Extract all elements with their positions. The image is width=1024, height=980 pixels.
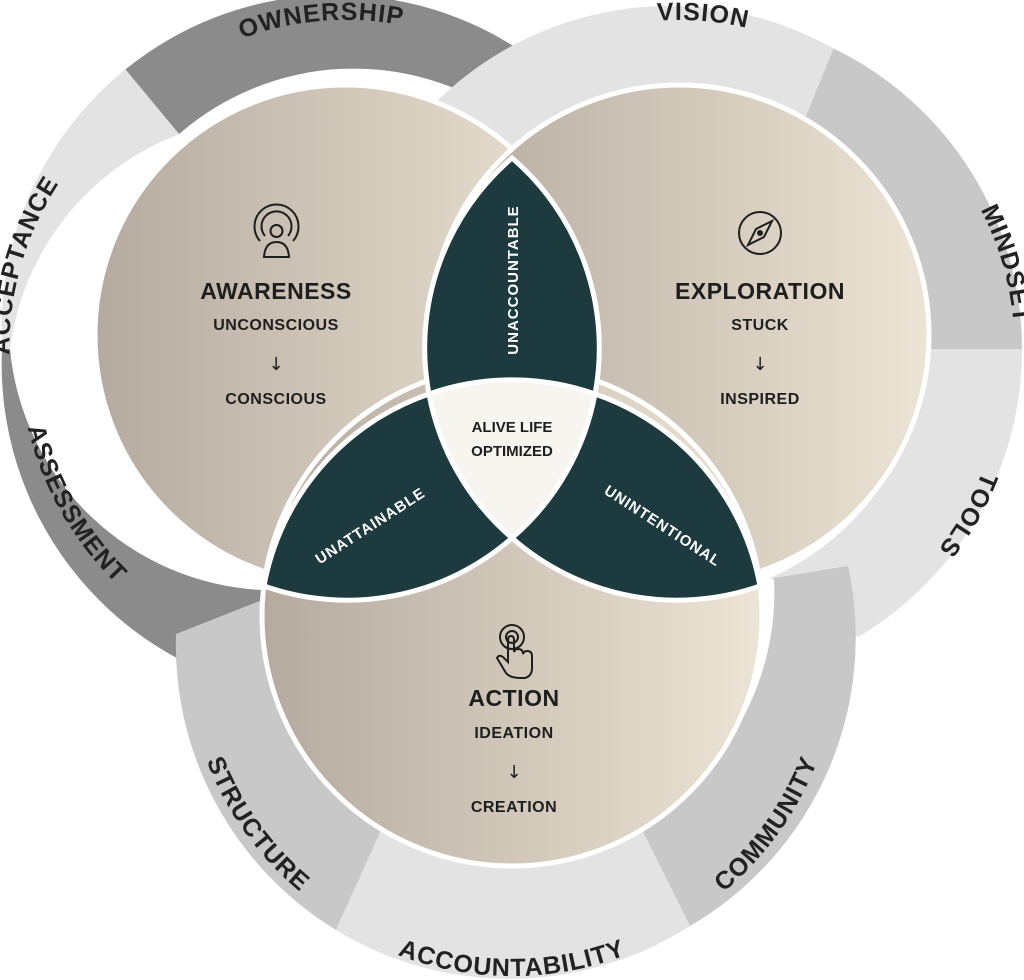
awareness-title: AWARENESS xyxy=(200,278,351,304)
ring-segment-community xyxy=(639,566,856,926)
ring-segment-vision xyxy=(430,5,834,158)
ring-segment-assessment xyxy=(1,349,262,690)
center-optimized xyxy=(426,377,598,542)
ring-segment-tools xyxy=(770,349,1023,637)
action-title: ACTION xyxy=(468,685,559,711)
hand-pointer-icon xyxy=(495,624,533,679)
outer-ring-awareness xyxy=(1,0,516,690)
exploration-from: STUCK xyxy=(731,317,789,334)
lens-label-unaccountable: UNACCOUNTABLE xyxy=(505,205,522,354)
action-arrow: ↓ xyxy=(506,762,521,783)
compass-icon xyxy=(738,211,782,255)
awareness-arrow: ↓ xyxy=(268,354,283,375)
ring-segment-ownership xyxy=(125,0,516,135)
center-label-line2: OPTIMIZED xyxy=(471,443,553,460)
awareness-from: UNCONSCIOUS xyxy=(213,317,339,334)
exploration-arrow: ↓ xyxy=(752,354,767,375)
action-from: IDEATION xyxy=(474,725,553,742)
outer-ring-exploration xyxy=(430,5,1023,637)
ring-segment-accountability xyxy=(336,824,690,979)
ring-segment-structure xyxy=(175,600,384,930)
exploration-title: EXPLORATION xyxy=(675,278,845,304)
ring-segment-acceptance xyxy=(1,69,180,350)
center-label-line1: ALIVE LIFE xyxy=(472,419,553,436)
ring-segment-mindset xyxy=(805,48,1022,350)
action-to: CREATION xyxy=(471,799,557,816)
person-broadcast-icon xyxy=(253,203,300,258)
awareness-to: CONSCIOUS xyxy=(225,391,326,408)
exploration-to: INSPIRED xyxy=(720,391,800,408)
outer-ring-action xyxy=(175,566,856,979)
